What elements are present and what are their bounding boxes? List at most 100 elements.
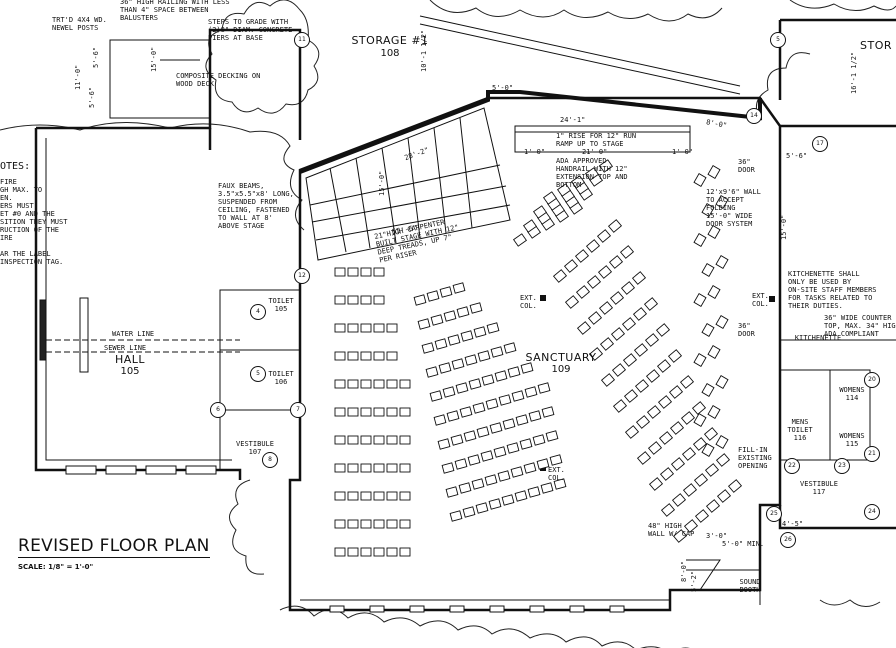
seat <box>347 407 359 417</box>
tag-17: 17 <box>812 136 828 152</box>
seat <box>501 494 515 506</box>
seat <box>715 315 729 329</box>
seat <box>386 491 398 501</box>
windows <box>65 465 625 613</box>
seat <box>386 463 398 473</box>
seat <box>523 462 537 474</box>
seat <box>347 351 359 361</box>
sound-booth-label: SOUND BOOTH <box>739 578 761 594</box>
tag-6: 6 <box>210 402 226 418</box>
seat <box>360 323 372 333</box>
dim-5: 1'-0" <box>672 148 694 156</box>
seat <box>426 290 440 302</box>
seat <box>556 183 572 197</box>
seat <box>386 547 398 557</box>
seat <box>648 477 664 491</box>
sanctuary-number: 109 <box>551 364 571 375</box>
seat <box>449 510 463 522</box>
seat <box>620 281 636 295</box>
seat <box>707 165 721 179</box>
seat <box>512 233 528 247</box>
seat <box>608 255 624 269</box>
seat <box>437 438 451 450</box>
steps-note: STEPS TO GRADE WITH (2)8" DIAM. CONCRETE… <box>208 18 293 42</box>
seat <box>373 519 385 529</box>
dim-20: 5'-2" <box>690 570 698 592</box>
seat <box>701 323 715 337</box>
seat <box>576 321 592 335</box>
seat <box>334 295 346 305</box>
seat <box>646 405 662 419</box>
seat <box>536 458 550 470</box>
seat <box>373 435 385 445</box>
seat <box>334 379 346 389</box>
seat <box>611 363 627 377</box>
seat <box>671 493 687 507</box>
notes-header: OTES: <box>0 161 31 172</box>
seat <box>386 435 398 445</box>
seat <box>456 306 470 318</box>
seat <box>502 418 516 430</box>
seat <box>656 359 672 373</box>
seat <box>519 438 533 450</box>
seat <box>442 386 456 398</box>
tag-5: 5 <box>250 366 266 382</box>
seat <box>334 547 346 557</box>
tag-21: 21 <box>864 446 880 462</box>
seat <box>373 463 385 473</box>
seat <box>455 382 469 394</box>
seat <box>584 167 600 181</box>
seat <box>463 430 477 442</box>
seat <box>472 402 486 414</box>
seat <box>347 267 359 277</box>
dim-22: 15'-0" <box>780 214 788 240</box>
seat <box>454 458 468 470</box>
dim-18: 3'-0" <box>706 532 728 540</box>
seat <box>347 295 359 305</box>
storage2-name: STOR <box>860 39 893 52</box>
seat <box>701 383 715 397</box>
seat <box>607 219 623 233</box>
tag-24: 24 <box>864 504 880 520</box>
seat <box>360 547 372 557</box>
seat <box>682 483 698 497</box>
tag-26: 26 <box>780 532 796 548</box>
seat <box>705 499 721 513</box>
seat <box>334 519 346 529</box>
seat <box>633 343 649 357</box>
seat <box>635 415 651 429</box>
tag-22: 22 <box>784 458 800 474</box>
notes-body: FIRE GH MAX. TO EN. ERS MUST ET #0 AND T… <box>0 178 68 266</box>
seat <box>522 219 538 233</box>
seat <box>360 267 372 277</box>
seat <box>417 318 431 330</box>
seat <box>445 486 459 498</box>
door-note-2: 36" DOOR <box>738 322 755 338</box>
seat <box>693 233 707 247</box>
seat <box>552 269 568 283</box>
seat <box>655 323 671 337</box>
fill-in-note: FILL-IN EXISTING OPENING <box>738 446 772 470</box>
seat <box>413 294 427 306</box>
seat <box>707 405 721 419</box>
drawing-scale: SCALE: 1/8" = 1'-0" <box>18 563 94 571</box>
dim-2: 24'-1" <box>560 116 586 124</box>
tag-14: 14 <box>746 108 762 124</box>
seat <box>692 437 708 451</box>
seat <box>360 519 372 529</box>
seat <box>575 285 591 299</box>
seat <box>460 330 474 342</box>
seat <box>446 410 460 422</box>
dim-11: 5'-6" <box>88 86 96 108</box>
seat <box>399 379 411 389</box>
seat <box>715 255 729 269</box>
seat <box>541 406 555 418</box>
dim-8: 15'-0" <box>378 170 386 196</box>
seat <box>542 191 558 205</box>
seat <box>658 431 674 445</box>
seat <box>701 203 715 217</box>
seat <box>545 430 559 442</box>
hall-number: 105 <box>120 366 140 377</box>
seat <box>644 333 660 347</box>
seat <box>621 317 637 331</box>
